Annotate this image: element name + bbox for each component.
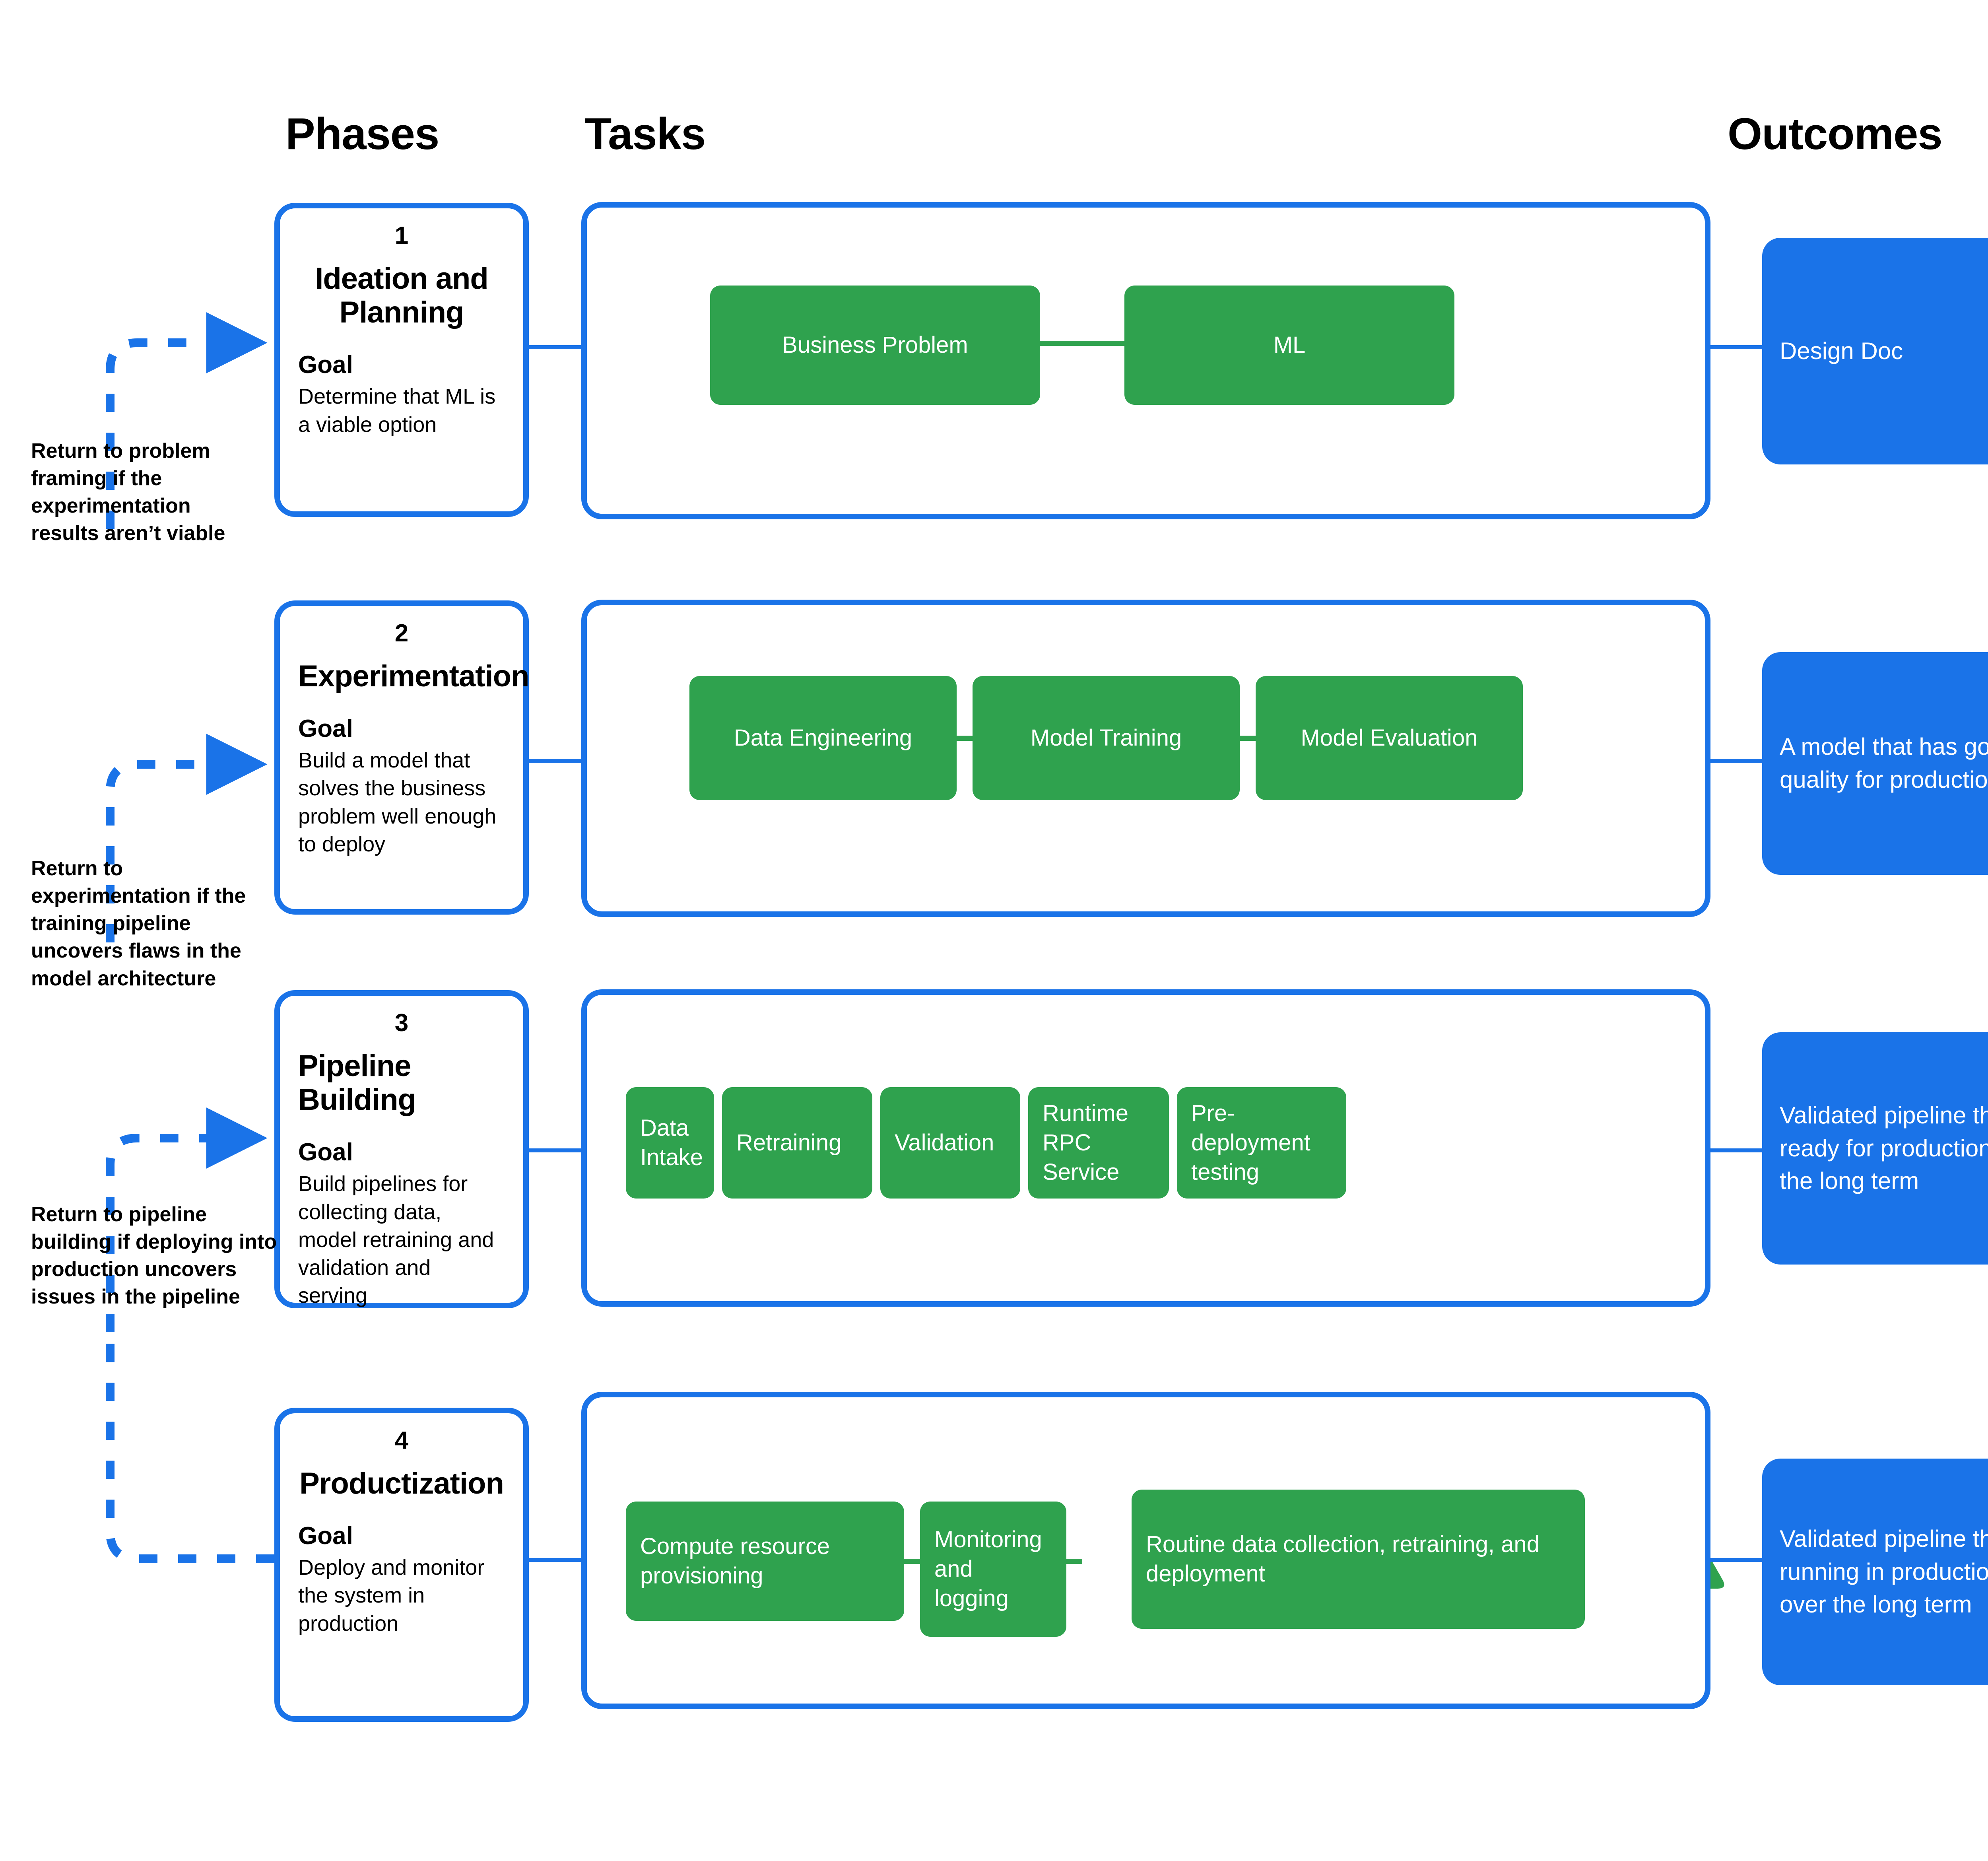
connector-phase2-tasks [529, 759, 581, 763]
return-note-1: Return to problem framing if the experim… [31, 439, 225, 545]
return-note-3: Return to pipeline building if deploying… [31, 1203, 277, 1309]
task-box-data-engineering[interactable]: Data Engineering [689, 676, 957, 800]
phase-title-1: Ideation and Planning [315, 262, 489, 330]
goal-text-1: Determine that ML is a viable option [298, 385, 496, 437]
task-box-business-problem[interactable]: Business Problem [710, 286, 1040, 405]
goal-label-1: Goal [298, 351, 353, 379]
connector-tasks2-outcome [1710, 759, 1762, 763]
task-box-model-training[interactable]: Model Training [973, 676, 1240, 800]
connector-row4-b [1066, 1559, 1082, 1564]
task-box-runtime-rpc-service[interactable]: Runtime RPC Service [1028, 1087, 1169, 1199]
task-box-retraining[interactable]: Retraining [722, 1087, 872, 1199]
phase-number-2: 2 [394, 620, 409, 647]
goal-text-2: Build a model that solves the business p… [298, 748, 497, 856]
phase-card-1[interactable]: 1 Ideation and Planning Goal Determine t… [274, 203, 529, 517]
connector-phase3-tasks [529, 1148, 581, 1152]
connector-row1 [1040, 341, 1124, 346]
connector-tasks4-outcome [1710, 1558, 1762, 1562]
goal-text-4: Deploy and monitor the system in product… [298, 1556, 485, 1636]
task-box-ml[interactable]: ML [1124, 286, 1454, 405]
phase-number-3: 3 [394, 1009, 409, 1037]
connector-phase4-tasks [529, 1558, 581, 1562]
return-note-2: Return to experimentation if the trainin… [31, 857, 246, 990]
task-box-model-evaluation[interactable]: Model Evaluation [1256, 676, 1523, 800]
outcome-box-1[interactable]: Design Doc [1762, 238, 1988, 464]
task-card-4[interactable]: Compute resource provisioning Monitoring… [581, 1392, 1710, 1709]
column-header-phases: Phases [285, 109, 439, 159]
goal-label-2: Goal [298, 715, 353, 743]
outcome-box-2[interactable]: A model that has good quality for produc… [1762, 652, 1988, 875]
outcome-box-4[interactable]: Validated pipeline that’s running in pro… [1762, 1459, 1988, 1685]
task-box-pre-deployment-testing[interactable]: Pre-deployment testing [1177, 1087, 1346, 1199]
task-box-data-intake[interactable]: Data Intake [626, 1087, 714, 1199]
goal-label-3: Goal [298, 1138, 353, 1166]
outcome-box-3[interactable]: Validated pipeline that’s ready for prod… [1762, 1032, 1988, 1265]
task-card-1[interactable]: Business Problem ML [581, 202, 1710, 519]
connector-row4-a [904, 1559, 920, 1564]
return-arrow-4 [106, 1334, 274, 1563]
phase-card-2[interactable]: 2 Experimentation Goal Build a model tha… [274, 600, 529, 915]
phase-card-3[interactable]: 3 Pipeline Building Goal Build pipelines… [274, 990, 529, 1308]
task-box-validation[interactable]: Validation [880, 1087, 1020, 1199]
connector-row2-b [1240, 736, 1256, 741]
phase-title-3: Pipeline Building [298, 1049, 416, 1117]
column-header-outcomes: Outcomes [1728, 109, 1943, 159]
goal-text-3: Build pipelines for collecting data, mod… [298, 1172, 494, 1308]
connector-phase1-tasks [529, 345, 581, 349]
task-card-2[interactable]: Data Engineering Model Training Model Ev… [581, 600, 1710, 917]
task-box-routine-data-collection[interactable]: Routine data collection, retraining, and… [1132, 1490, 1585, 1629]
goal-label-4: Goal [298, 1522, 353, 1550]
connector-row2-a [957, 736, 973, 741]
column-header-tasks: Tasks [584, 109, 706, 159]
connector-tasks3-outcome [1710, 1148, 1762, 1152]
task-box-monitoring-and-logging[interactable]: Monitoring and logging [920, 1502, 1066, 1637]
phase-card-4[interactable]: 4 Productization Goal Deploy and monitor… [274, 1408, 529, 1722]
phase-number-4: 4 [394, 1427, 409, 1454]
task-box-compute-resource-provisioning[interactable]: Compute resource provisioning [626, 1502, 904, 1621]
task-card-3[interactable]: Data Intake Retraining Validation Runtim… [581, 989, 1710, 1307]
phase-title-4: Productization [299, 1467, 504, 1500]
phase-number-1: 1 [394, 222, 409, 249]
connector-tasks1-outcome [1710, 345, 1762, 349]
phase-title-2: Experimentation [298, 659, 529, 693]
